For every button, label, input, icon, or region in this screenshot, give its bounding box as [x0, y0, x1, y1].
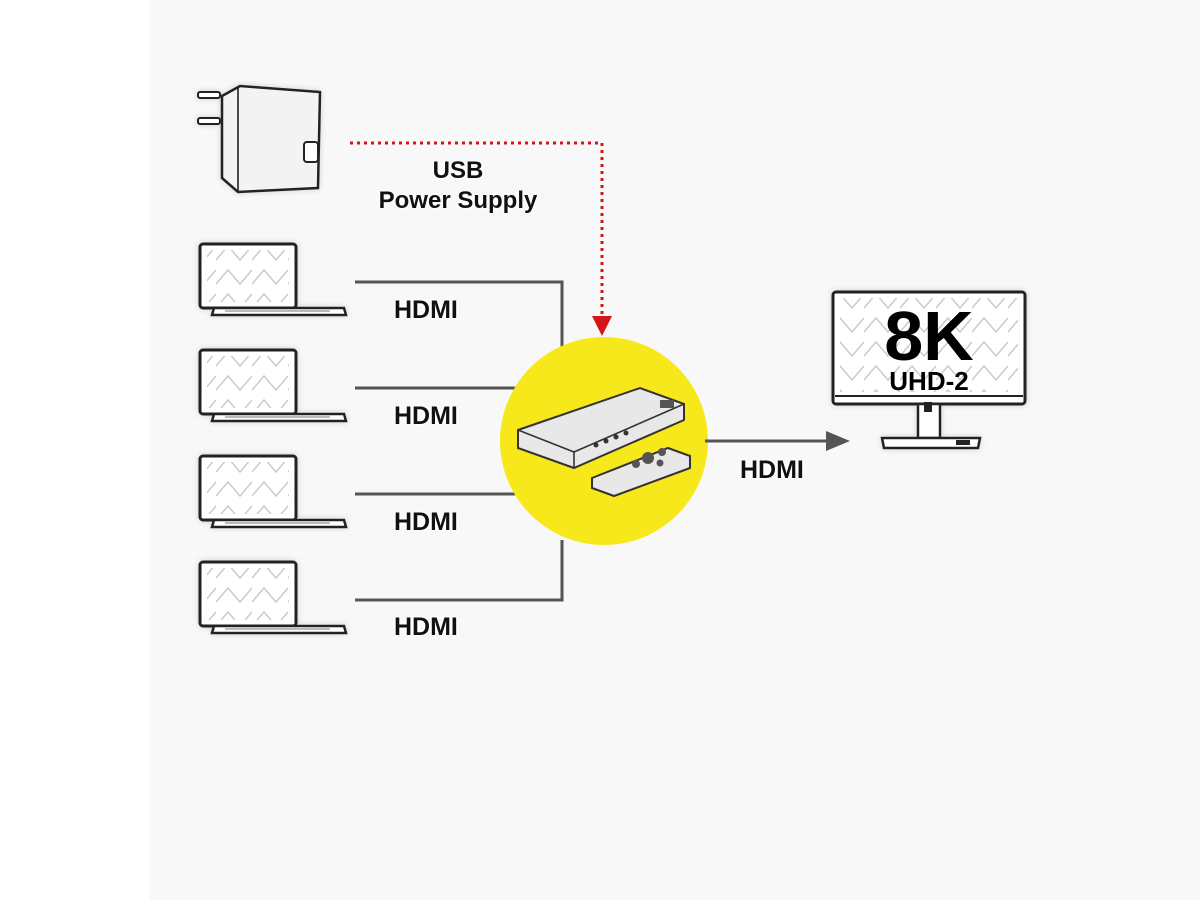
- monitor-resolution: 8K: [884, 297, 974, 375]
- output-line: [705, 431, 850, 451]
- monitor-icon: [831, 290, 1027, 450]
- input-lines: [355, 280, 564, 602]
- usb-power-line: [350, 141, 612, 336]
- laptop-icon: [198, 454, 348, 529]
- usb-label-line1: USB: [432, 157, 484, 184]
- laptop-icon: [198, 348, 348, 423]
- usb-power-label: USB Power Supply: [372, 156, 544, 216]
- input-label-4: HDMI: [394, 613, 458, 641]
- usb-label-line2: Power Supply: [378, 187, 538, 214]
- input-label-1: HDMI: [394, 296, 458, 324]
- laptop-icon: [198, 560, 348, 635]
- usb-power-adapter: [197, 84, 322, 194]
- output-label: HDMI: [740, 456, 804, 484]
- hdmi-switch: [500, 337, 708, 545]
- input-label-2: HDMI: [394, 402, 458, 430]
- laptop-icon: [198, 242, 348, 317]
- remote-control: [591, 446, 691, 498]
- monitor-standard: UHD-2: [889, 366, 969, 396]
- input-label-3: HDMI: [394, 508, 458, 536]
- switch-device: [517, 386, 685, 470]
